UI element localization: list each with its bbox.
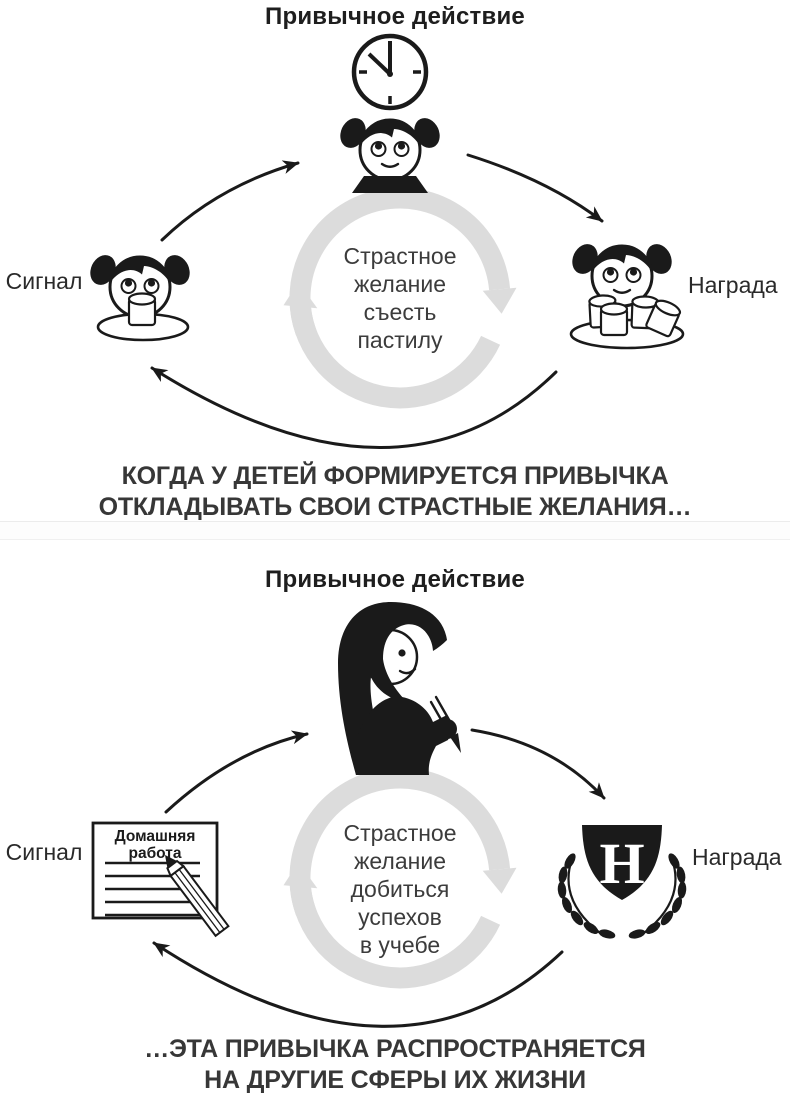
arrow-routine-to-reward: [466, 153, 604, 223]
habit-loop-diagram-study: H: [91, 602, 687, 1028]
cycle-arrows: [152, 728, 606, 1028]
panel1-reward-label: Награда: [688, 272, 778, 298]
girl-with-marshmallow-icon: [84, 249, 196, 342]
arrow-cue-to-routine: [160, 160, 300, 242]
woman-writing-icon: [338, 602, 461, 775]
panel1-caption: КОГДА У ДЕТЕЙ ФОРМИРУЕТСЯ ПРИВЫЧКА ОТКЛА…: [98, 462, 692, 521]
arrow-cue-to-routine: [164, 730, 309, 814]
clock-icon: [351, 33, 429, 111]
girl-face-icon: [334, 112, 446, 193]
homework-sheet-icon: [91, 821, 230, 938]
panel1-craving-text: Страстное желание съесть пастилу: [343, 243, 457, 353]
section-divider: [0, 521, 790, 540]
svg-text:H: H: [599, 831, 644, 896]
panel1-cue-label: Сигнал: [5, 268, 83, 294]
panel2-reward-label: Награда: [692, 844, 782, 870]
panel2-craving-text: Страстное желание добиться успехов в уче…: [343, 820, 457, 958]
pencil-icon: [165, 855, 230, 938]
arrow-routine-to-reward: [470, 728, 606, 800]
arrow-reward-to-cue: [152, 941, 564, 1028]
homework-sheet-text: Домашняя работа: [114, 828, 196, 862]
arrow-reward-to-cue: [150, 366, 558, 449]
panel2-caption: …ЭТА ПРИВЫЧКА РАСПРОСТРАНЯЕТСЯ НА ДРУГИЕ…: [144, 1035, 646, 1094]
honor-shield-laurel-icon: H: [557, 825, 687, 939]
cycle-arrows: [150, 153, 604, 449]
panel1-title: Привычное действие: [265, 3, 525, 30]
panel2-title: Привычное действие: [265, 566, 525, 593]
girl-with-marshmallow-plate-icon: [566, 238, 685, 350]
panel2-cue-label: Сигнал: [5, 839, 83, 865]
habit-loop-diagram-children: [84, 33, 685, 449]
